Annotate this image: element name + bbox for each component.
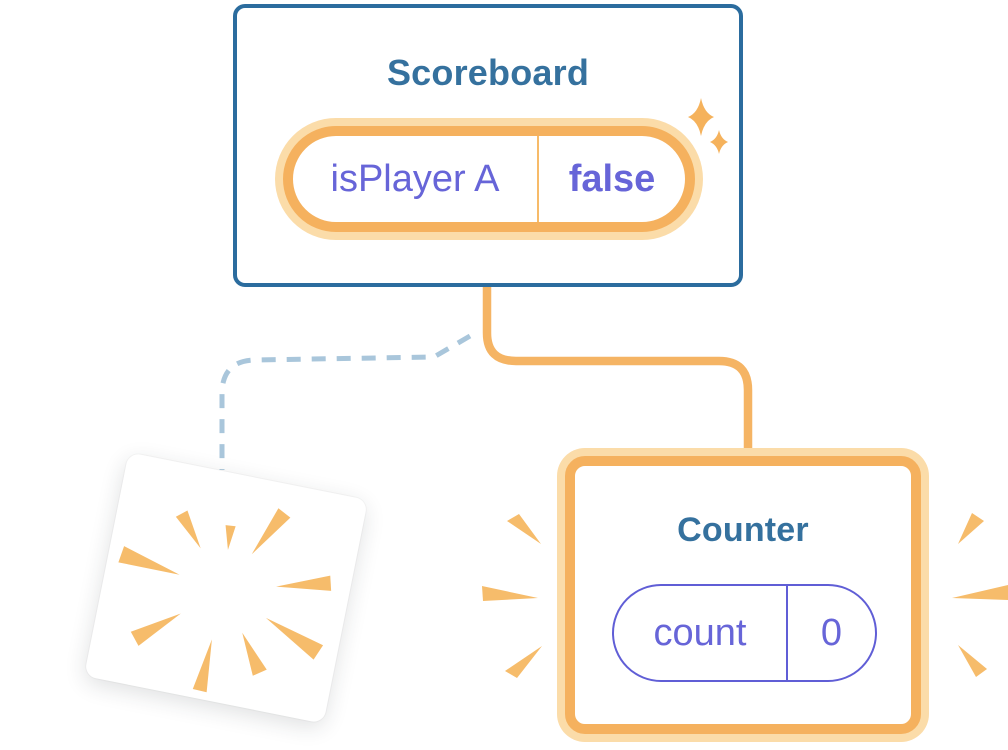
removed-connector-dashed-line — [219, 333, 472, 470]
destroyed-component-box — [84, 452, 368, 724]
scoreboard-state-pill: isPlayer A false — [283, 126, 695, 232]
counter-title: Counter — [677, 511, 809, 549]
emphasis-marks-left-icon — [482, 514, 542, 678]
emphasis-marks-right-icon — [952, 513, 1008, 677]
sparkles-icon — [688, 98, 728, 154]
counter-state-key: count — [614, 586, 788, 680]
scoreboard-state-value: false — [568, 157, 656, 200]
counter-state-value: 0 — [820, 611, 843, 654]
scoreboard-state-key: isPlayer A — [293, 136, 539, 222]
kept-connector-orange-line — [482, 284, 753, 455]
burst-icon — [118, 508, 332, 693]
counter-state-pill: count 0 — [612, 584, 877, 682]
scoreboard-title: Scoreboard — [386, 52, 590, 93]
